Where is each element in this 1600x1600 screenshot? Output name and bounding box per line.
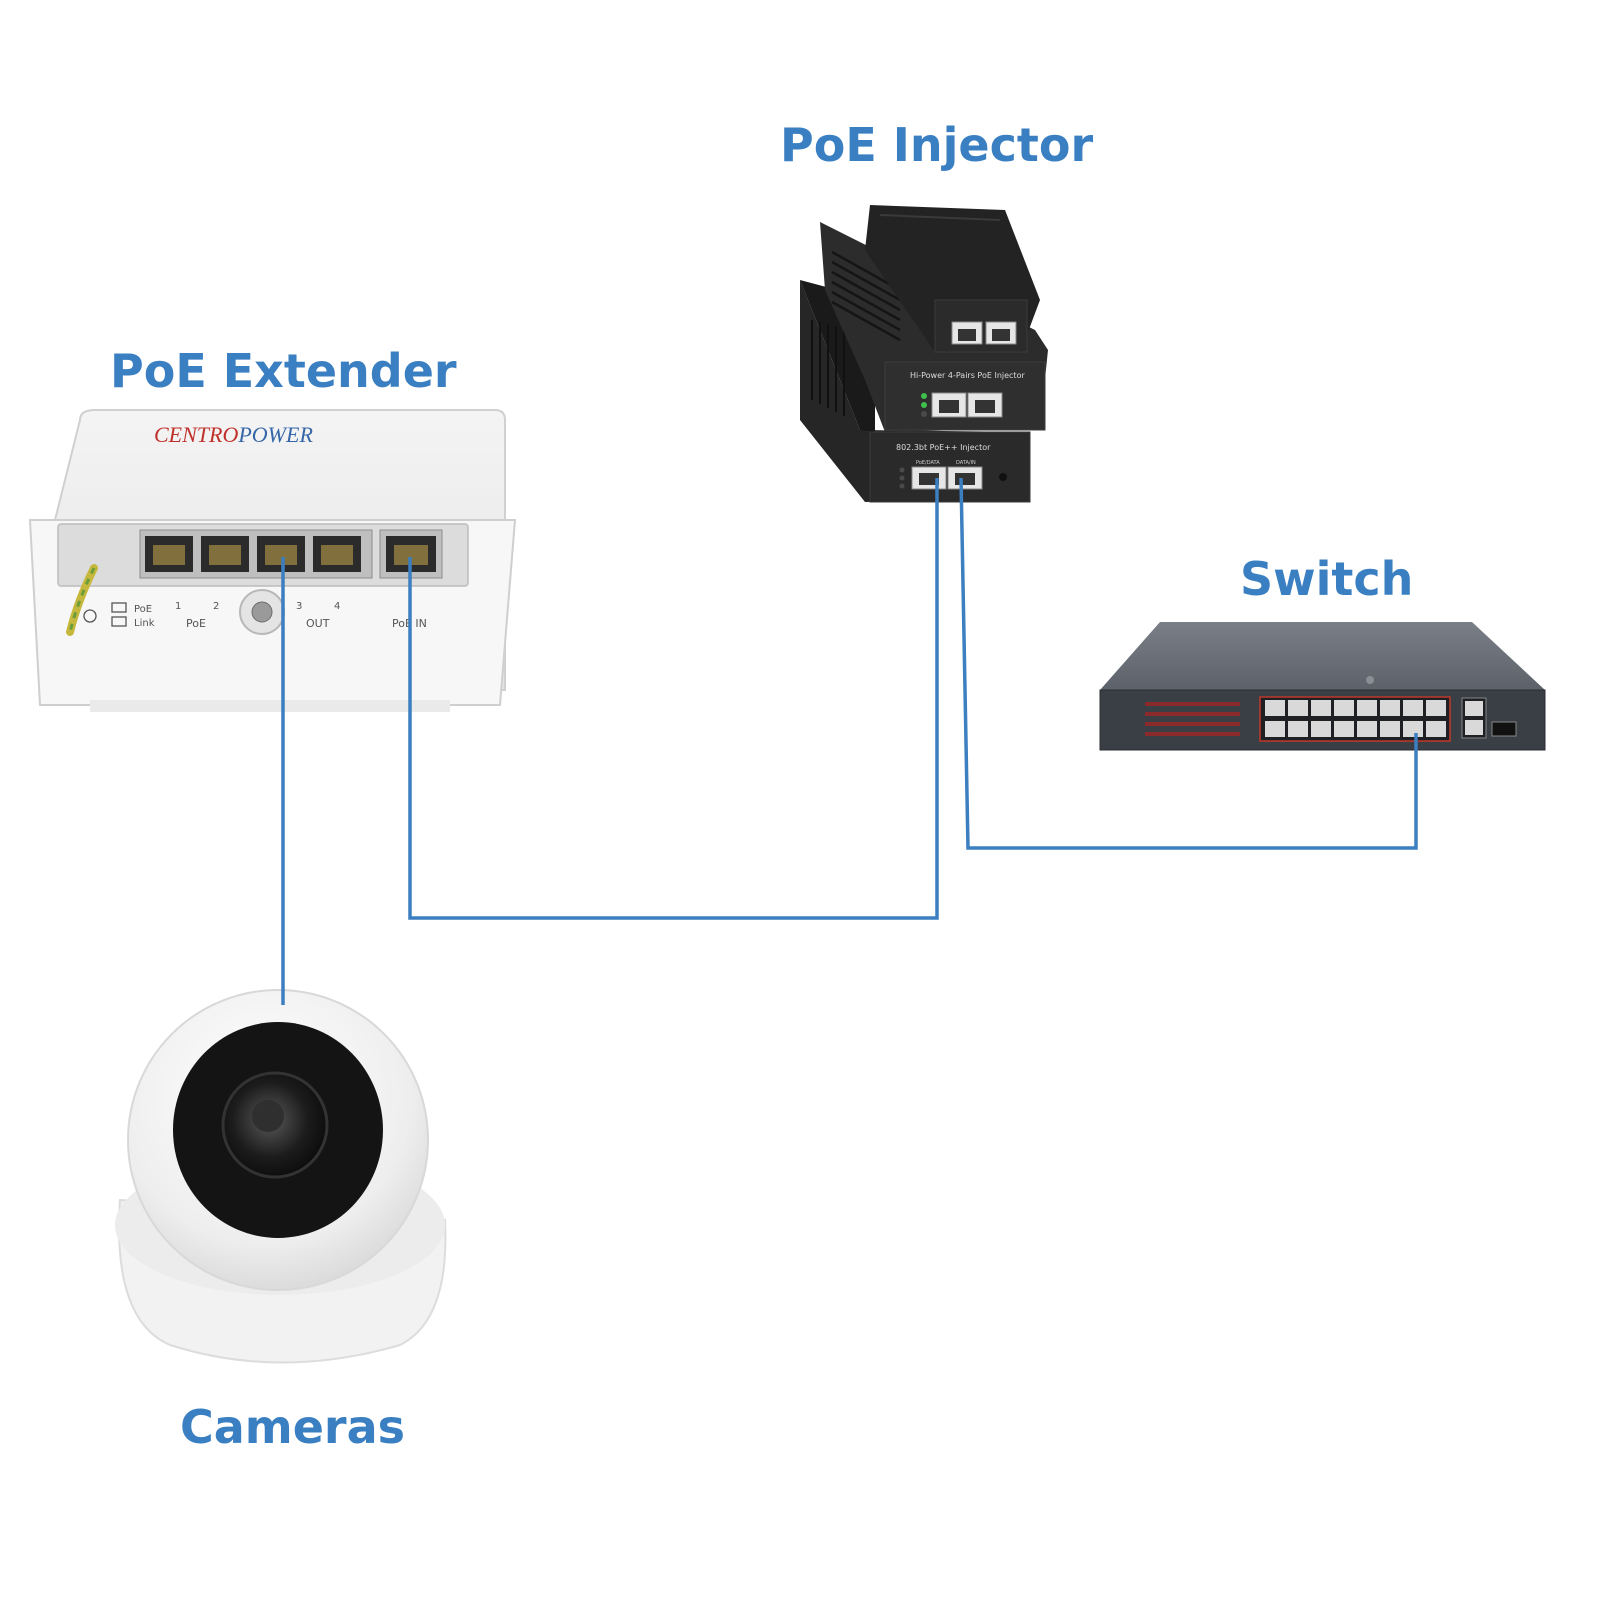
poe-group-label: PoE: [186, 617, 206, 630]
switch-label: Switch: [1240, 552, 1414, 606]
port-number: 4: [334, 601, 340, 612]
injector-bottom-label: 802.3bt PoE++ Injector: [896, 443, 991, 452]
dome-camera: [115, 989, 447, 1364]
cable-extender-injector: [408, 478, 939, 920]
out-label: OUT: [306, 617, 330, 630]
cable-injector-switch: [959, 477, 1418, 850]
poe-injector-label: PoE Injector: [780, 118, 1094, 172]
poe-extender-label: PoE Extender: [110, 344, 457, 398]
port-number: 1: [175, 601, 181, 612]
injector-mid-label: Hi-Power 4-Pairs PoE Injector: [910, 371, 1025, 380]
ground-icon: [83, 609, 97, 623]
cameras-label: Cameras: [180, 1400, 406, 1454]
port-number: 2: [213, 601, 219, 612]
cables: [281, 477, 1418, 1005]
extender-ports: [145, 536, 361, 572]
port-data-in-label: DATA/IN: [956, 460, 976, 466]
brand-logo: CENTROPOWER: [154, 422, 313, 447]
link-led-icon: [111, 616, 127, 627]
poe-injector-device: Hi-Power 4-Pairs PoE Injector 802.3bt Po…: [800, 205, 1048, 503]
poe-extender-device: PoE Link 1 2 3 4 PoE OUT PoE IN CENTROPO…: [28, 409, 517, 712]
switch-device: [1099, 622, 1546, 751]
port-number: 3: [296, 601, 302, 612]
port-poe-data-label: PoE/DATA: [916, 460, 940, 466]
legend-link-text: Link: [134, 618, 155, 629]
switch-ports: [1265, 700, 1446, 737]
poe-led-icon: [111, 602, 127, 613]
legend-poe-text: PoE: [134, 604, 152, 615]
